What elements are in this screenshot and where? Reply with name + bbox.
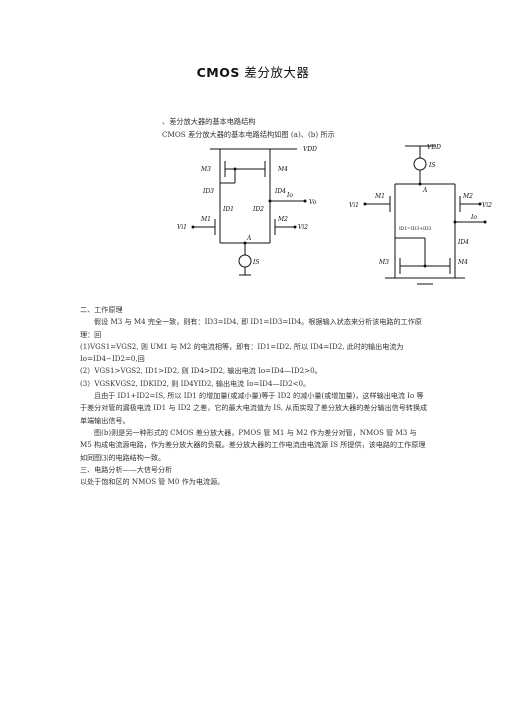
vi2-b-label: Vi2 [482,202,492,209]
paragraph-7: 以处于饱和区的 NMOS 管 M0 作为电流源。 [80,477,225,487]
section3-heading: 三、电路分析——大信号分析 [80,464,173,474]
section1-caption: CMOS 差分放大器的基本电路结构如图 (a)、(b) 所示 [162,130,335,139]
paragraph-6: 图(b)则是另一种形式的 CMOS 差分放大器，PMOS 管 M1 与 M2 作… [80,427,426,462]
id4-label: ID4 [274,188,286,195]
vdd-label: VDD [303,146,317,153]
paragraph-4: (3）VGSKVGS2, IDKID2, 则 ID4YID2, 输出电流 Io=… [80,378,311,388]
vo-label: Vo [309,199,317,206]
m4-b-label: M4 [457,259,468,266]
node-a-label: A [246,235,252,242]
paragraph-1: 假设 M3 与 M4 完全一致，则有：ID3=ID4, 即 ID1=ID3=ID… [80,317,422,339]
is-label: IS [252,259,259,266]
paragraph-3: (2）VGS1>VGS2, ID1>ID2, 则 ID4>ID2, 输出电流 I… [80,366,322,376]
m4-label: M4 [277,166,288,173]
id2-label: ID2 [252,206,264,213]
id4-b-label: ID4 [457,239,469,246]
circuit-diagram-b: VDD IS A M1 M2 Vi1 Vi2 ID1=ID3+ID3 Io ID… [349,144,492,285]
id3-label: ID3 [202,188,214,195]
vi1-b-label: Vi1 [349,202,359,209]
m1-label: M1 [200,216,211,223]
paragraph-5: 且由于 ID1+ID2=IS, 所以 ID1 的增加量(或减小量)等于 ID2 … [80,391,428,425]
io-b-label: Io [470,214,477,221]
m3-b-label: M3 [378,259,389,266]
id1-b-label: ID1=ID3+ID3 [399,226,431,232]
m1-b-label: M1 [374,193,385,200]
is-b-label: IS [428,162,435,169]
io-label: Io [286,192,293,199]
m3-label: M3 [200,166,211,173]
vdd-b-label: VDD [427,144,441,151]
m2-label: M2 [277,216,288,223]
body-text: 二、工作原理 假设 M3 与 M4 完全一致，则有：ID3=ID4, 即 ID1… [80,304,430,488]
circuit-diagram-a: VDD M3 M4 ID3 ID4 Io Vo ID1 ID2 M1 M2 Vi… [177,146,317,276]
m2-b-label: M2 [462,193,473,200]
section1-heading: 、差分放大器的基本电路结构 [162,117,256,126]
paragraph-2: (1)VGS1=VGS2, 则 UM1 与 M2 的电流相等，即有：ID1=ID… [80,341,404,364]
vi1-label: Vi1 [177,224,187,231]
node-a-b-label: A [422,187,428,194]
id1-label: ID1 [222,206,234,213]
document-title: CMOS 差分放大器 [196,65,310,80]
vi2-label: Vi2 [298,224,308,231]
section2-heading: 二、工作原理 [80,305,123,314]
